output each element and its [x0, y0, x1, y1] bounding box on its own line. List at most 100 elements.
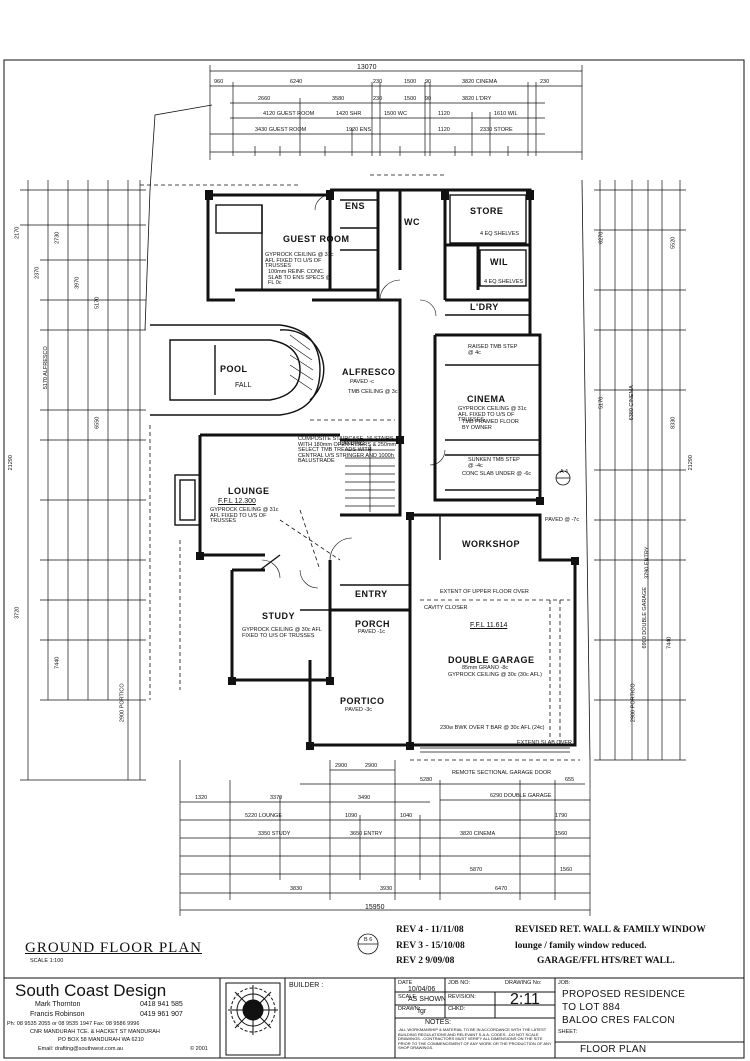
dim-text: 2900	[335, 763, 348, 769]
room-alfresco: ALFRESCO	[342, 367, 396, 377]
job-label: JOB:	[558, 980, 571, 986]
sheet-scale: SCALE 1:100	[30, 958, 64, 964]
dim-text: 1500	[404, 79, 417, 85]
note-staircase: COMPOSITE STAIRCASE, 16 STAIRS WITH 180m…	[298, 436, 397, 464]
company-address-1: CNR MANDURAH TCE. & HACKET ST MANDURAH	[30, 1029, 160, 1035]
revision-label: REVISION:	[448, 994, 476, 1000]
dim-text: 2900 PORTICO	[630, 683, 637, 723]
room-guest-room: GUEST ROOM	[283, 234, 350, 244]
date-label: DATE	[398, 980, 413, 986]
note-guest-ceiling: GYPROCK CEILING @ 31c AFL FIXED TO U/S O…	[265, 252, 334, 269]
note-cavity-closer: CAVITY CLOSER	[424, 605, 468, 611]
note-porch-paved: PAVED -1c	[358, 629, 385, 635]
job-line-3: BALOO CRES FALCON	[562, 1015, 675, 1026]
room-wil: WIL	[490, 257, 508, 267]
note-portico-paved: PAVED -3c	[345, 707, 372, 713]
dim-text: 1560	[560, 867, 573, 873]
section-marker-a: A 4	[560, 469, 568, 475]
dim-text: 960	[214, 79, 224, 85]
dim-text: 230	[540, 79, 550, 85]
dim-text: 3720	[14, 606, 21, 619]
room-double-garage: DOUBLE GARAGE	[448, 655, 535, 665]
garage-ffl: F.F.L 11.614	[470, 622, 508, 629]
company-name: South Coast Design	[15, 981, 167, 1000]
dim-text: 5170	[94, 296, 101, 309]
room-entry: ENTRY	[355, 589, 388, 599]
revision-3-text: lounge / family window reduced.	[515, 941, 647, 951]
dim-text: 6290 DOUBLE GARAGE	[490, 793, 552, 799]
dim-text: 3650 ENTRY	[350, 831, 383, 837]
room-portico: PORTICO	[340, 696, 385, 706]
note-sunken-step: SUNKEN TMB STEP @ -4c	[468, 457, 520, 469]
dim-text: 3930	[380, 886, 393, 892]
room-cinema: CINEMA	[467, 394, 506, 404]
dim-text: 230	[373, 96, 383, 102]
room-wc: WC	[404, 217, 420, 227]
dim-text: 230	[373, 79, 383, 85]
note-cinema-step: RAISED TMB STEP @ 4c	[468, 344, 518, 356]
note-study-ceiling: GYPROCK CEILING @ 30c AFL FIXED TO U/S O…	[242, 627, 322, 639]
dim-text: 1120	[438, 111, 450, 117]
dim-text: 3350 STUDY	[258, 831, 291, 837]
dim-text: 3820 L'DRY	[462, 96, 492, 102]
revision-3-label: REV 3 - 15/10/08	[396, 941, 465, 951]
copyright: © 2001	[190, 1046, 208, 1052]
room-pool: POOL	[220, 364, 248, 374]
dim-text: 21290	[687, 455, 694, 471]
job-line-1: PROPOSED RESIDENCE	[562, 989, 686, 1000]
dim-text: 6470	[495, 886, 508, 892]
dim-text: 3970	[74, 276, 81, 289]
dim-text: 6380 CINEMA	[628, 385, 635, 421]
note-paved-7c: PAVED @ -7c	[545, 517, 580, 523]
lounge-ffl: F.F.L 12.300	[218, 498, 256, 505]
dim-text: 3820 CINEMA	[460, 831, 496, 837]
dim-text: 5170 ALFRESCO	[42, 346, 49, 390]
dim-text: 1320	[195, 795, 208, 801]
sheet-label: SHEET:	[558, 1029, 578, 1035]
dim-text: 5520	[670, 236, 677, 249]
chkd-label: CHKD:	[448, 1006, 466, 1012]
note-store-shelves: 4 EQ SHELVES	[480, 231, 520, 237]
note-guest-slab: 100mm REINF. CONC. SLAB TO ENS SPECS @ F…	[268, 269, 332, 286]
job-no-label: JOB NO:	[448, 980, 471, 986]
revision-2-text: GARAGE/FFL HTS/RET WALL.	[537, 956, 675, 966]
note-alfresco-ceiling: TMB CEILING @ 3c	[348, 389, 398, 395]
dim-text: 1090	[345, 813, 358, 819]
dim-text: 1610 WIL	[494, 111, 518, 117]
room-lounge: LOUNGE	[228, 486, 270, 496]
dim-text: 2370	[34, 266, 41, 279]
drawn-label: DRAWN:	[398, 1006, 421, 1012]
dim-text: 5170	[598, 396, 605, 409]
pool-fall-note: FALL	[235, 382, 252, 389]
dim-text: 5870	[470, 867, 483, 873]
dim-text: 1040	[400, 813, 413, 819]
dim-text: 3830	[290, 886, 303, 892]
dim-text: 6550	[94, 416, 101, 429]
dim-text: 2170	[14, 226, 21, 239]
dim-text: 6270	[598, 231, 605, 244]
note-alfresco-paved: PAVED -c	[350, 379, 374, 385]
note-extent-upper: EXTENT OF UPPER FLOOR OVER	[440, 589, 529, 595]
section-marker-b: B 6	[364, 937, 373, 943]
company-address-2: PO BOX 58 MANDURAH WA 6210	[58, 1037, 144, 1043]
scale-label: SCALE	[398, 994, 417, 1000]
dim-text: 6240	[290, 79, 303, 85]
dim-text: 2730	[54, 231, 61, 244]
dim-text: 1500 WC	[384, 111, 407, 117]
note-lounge-ceiling: GYPROCK CEILING @ 31c AFL FIXED TO U/S O…	[210, 507, 279, 524]
dim-text: 3790 ENTRY	[644, 546, 651, 579]
dim-text: 1420 SHR	[336, 111, 362, 117]
builder-label: BUILDER :	[289, 982, 324, 989]
room-store: STORE	[470, 206, 504, 216]
dim-text: 1560	[555, 831, 568, 837]
dim-overall-width: 13070	[357, 64, 377, 71]
dim-text: 5280	[420, 777, 433, 783]
note-cinema-floor: TMB FRAMED FLOOR BY OWNER	[462, 419, 519, 431]
note-cinema-ceiling: GYPROCK CEILING @ 31c AFL FIXED TO U/S O…	[458, 406, 527, 423]
drawing-no-value: 2:11	[510, 991, 540, 1008]
note-conc-slab: CONC SLAB UNDER @ -6c	[462, 471, 532, 477]
notes-label: NOTES:	[425, 1019, 452, 1026]
dim-overall-depth: 15950	[365, 904, 385, 911]
